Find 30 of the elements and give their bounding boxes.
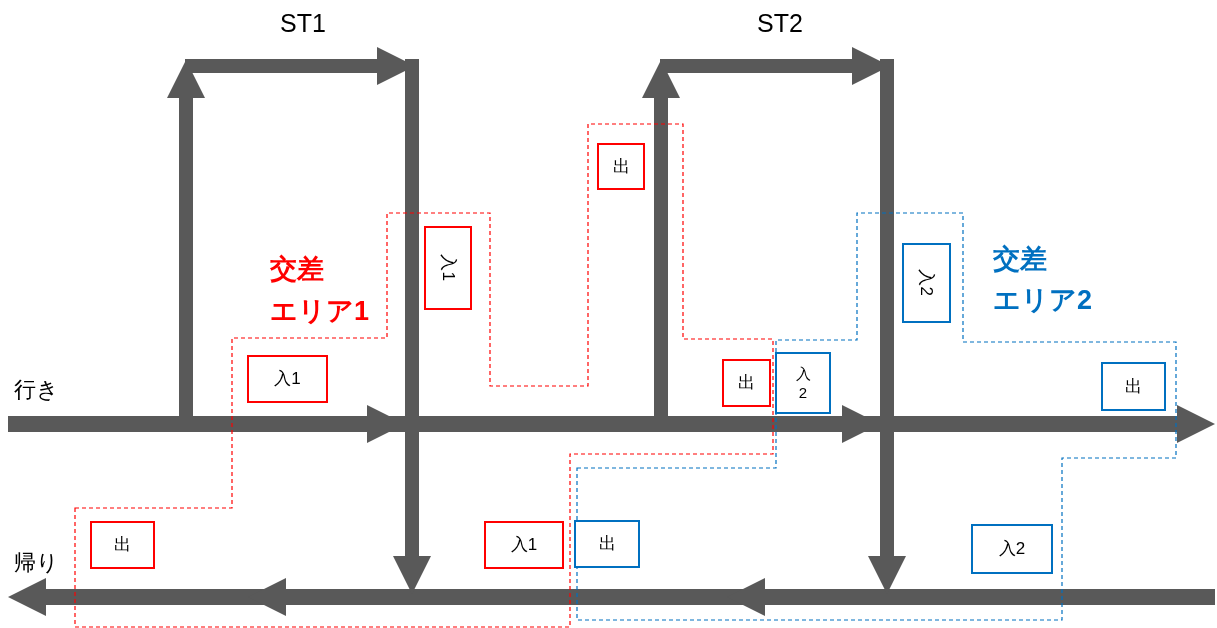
text-label: エリア1 bbox=[270, 295, 370, 328]
signal-box bbox=[597, 143, 645, 190]
box-label: 出 bbox=[738, 372, 755, 394]
text-label: 交差 bbox=[993, 243, 1047, 276]
text-label: 帰り bbox=[14, 549, 59, 577]
box-label: 出 bbox=[612, 155, 630, 178]
box-label: 入2 bbox=[998, 538, 1026, 560]
signal-box bbox=[1101, 362, 1166, 411]
box-label: 出 bbox=[598, 533, 616, 555]
signal-box bbox=[722, 359, 771, 407]
box-label: 出 bbox=[1125, 375, 1142, 398]
box-label: 入1 bbox=[510, 534, 538, 556]
signal-box bbox=[424, 226, 472, 310]
box-label: 入2 bbox=[916, 269, 938, 297]
signal-box bbox=[902, 243, 951, 323]
signal-box bbox=[247, 355, 328, 403]
box-label: 入1 bbox=[274, 368, 301, 390]
box-label: 出 bbox=[114, 534, 131, 556]
signal-box bbox=[90, 521, 155, 569]
box-label: 入1 bbox=[437, 254, 459, 282]
text-label: エリア2 bbox=[993, 284, 1093, 317]
text-label: 交差 bbox=[270, 253, 324, 286]
signal-box bbox=[971, 524, 1053, 574]
box-label: 入2 bbox=[795, 363, 811, 403]
text-label: ST1 bbox=[280, 8, 326, 39]
signal-box bbox=[484, 521, 564, 569]
text-label: ST2 bbox=[757, 8, 803, 39]
signal-box bbox=[775, 352, 831, 414]
text-label: 行き bbox=[14, 376, 59, 404]
signal-box bbox=[574, 520, 640, 568]
